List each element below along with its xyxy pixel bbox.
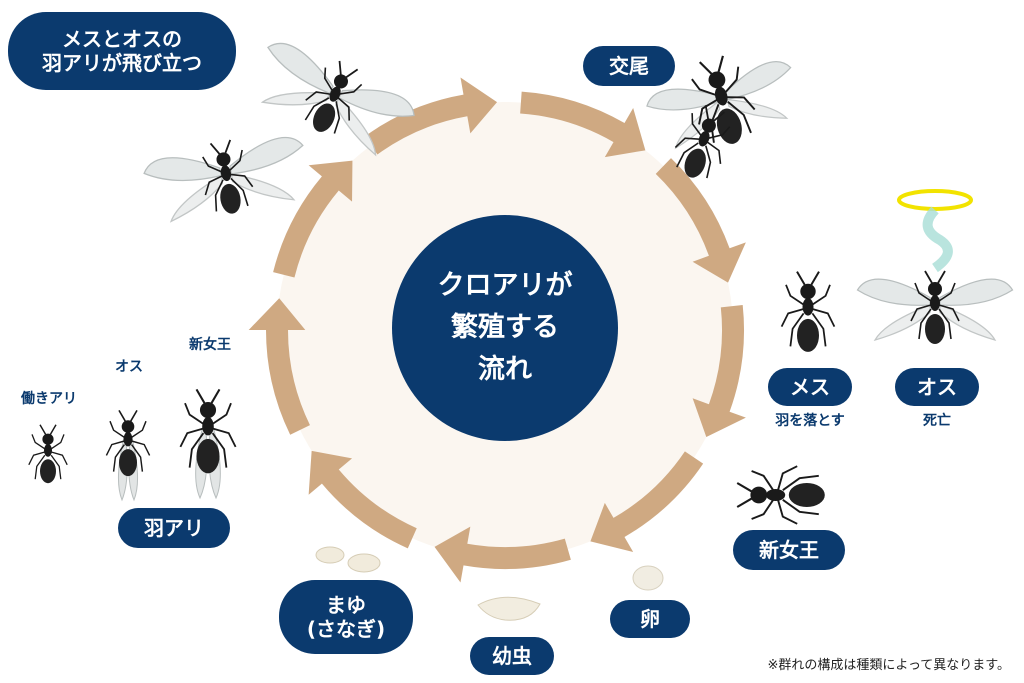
cycle-arrow-segment	[590, 451, 704, 552]
caste-worker-label: 働きアリ	[21, 391, 77, 407]
stage-flight: メスとオスの羽アリが飛び立つ	[8, 12, 236, 90]
cycle-arrow-segment	[692, 305, 746, 438]
stage-winged: 羽アリ	[118, 508, 230, 548]
stage-mating: 交尾	[583, 46, 675, 86]
female-note: 羽を落とす	[775, 413, 845, 429]
pupa-icon	[315, 546, 345, 564]
pupa-icon	[347, 553, 381, 573]
cycle-arrow-segment	[364, 77, 498, 155]
male-note: 死亡	[923, 413, 951, 429]
cycle-arrow-segment	[308, 450, 417, 549]
stage-pupa: まゆ(さなぎ)	[279, 580, 413, 654]
caste-male-label: オス	[115, 359, 143, 375]
larva-icon	[477, 596, 541, 621]
worker-ant-icon	[28, 424, 68, 484]
stage-new-queen: 新女王	[733, 530, 845, 570]
egg-icon	[632, 565, 664, 591]
footnote: ※群れの構成は種類によって異なります。	[767, 658, 1010, 673]
caste-new-queen-label: 新女王	[189, 337, 231, 353]
male-winged-ant-icon	[105, 409, 151, 502]
stage-larva: 幼虫	[470, 637, 554, 675]
cycle-arrow-segment	[520, 91, 646, 158]
stage-female: メス	[768, 368, 852, 406]
halo-icon	[897, 189, 973, 211]
cycle-arrows	[248, 77, 746, 583]
flying-ant-icon	[141, 133, 313, 226]
cycle-arrow-segment	[655, 158, 746, 283]
new-queen-icon	[736, 465, 826, 525]
center-title: クロアリが繁殖する流れ	[392, 215, 618, 441]
dead-male-ant-icon	[856, 270, 1014, 345]
cycle-arrow-segment	[434, 526, 571, 583]
cycle-arrow-segment	[273, 160, 353, 278]
female-ant-icon	[780, 270, 836, 353]
stage-male: オス	[895, 368, 979, 406]
stage-egg: 卵	[610, 600, 690, 638]
cycle-arrow-segment	[248, 298, 310, 435]
spirit-icon	[922, 206, 953, 273]
new-queen-winged-icon	[179, 388, 237, 500]
